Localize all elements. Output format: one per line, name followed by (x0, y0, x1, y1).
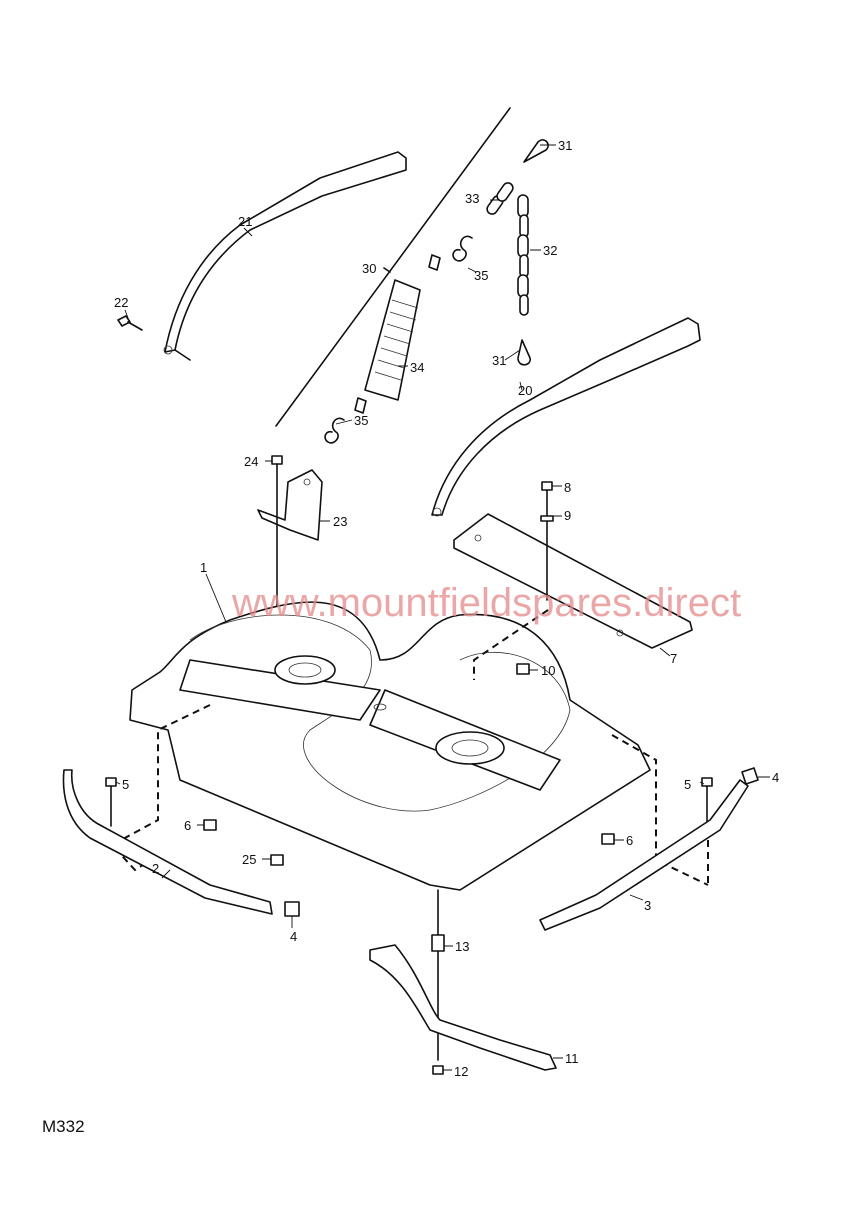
part-4-cap (741, 767, 759, 785)
callout-13: 13 (455, 939, 469, 954)
callout-7: 7 (670, 651, 677, 666)
part-12-bolt (432, 1065, 444, 1075)
callout-33: 33 (465, 191, 479, 206)
callout-12: 12 (454, 1064, 468, 1079)
callout-35: 35 (474, 268, 488, 283)
part-5-bolt (701, 777, 713, 823)
part-22-bolt (117, 315, 143, 331)
part-7-baffle (453, 513, 693, 649)
callout-24: 24 (244, 454, 258, 469)
callout-32: 32 (543, 243, 557, 258)
callout-2: 2 (152, 861, 159, 876)
part-33-links (486, 182, 514, 215)
callout-6: 6 (184, 818, 191, 833)
part-11-roller-skid (369, 944, 557, 1071)
watermark: www.mountfieldspares.direct (231, 581, 741, 625)
callout-4: 4 (772, 770, 779, 785)
callout-25: 25 (242, 852, 256, 867)
callout-31: 31 (558, 138, 572, 153)
part-25-nut (270, 854, 284, 866)
part-20-arm (431, 317, 701, 517)
part-10-nut (516, 663, 530, 675)
part-31-hook (523, 139, 549, 163)
callout-1: 1 (200, 560, 207, 575)
assembly-30-bracket (275, 107, 511, 427)
part-6-nut (601, 833, 615, 845)
part-35-s-hook (452, 235, 473, 262)
part-3-bumper-bar (539, 779, 749, 931)
callout-31: 31 (492, 353, 506, 368)
callout-23: 23 (333, 514, 347, 529)
callout-9: 9 (564, 508, 571, 523)
callout-4: 4 (290, 929, 297, 944)
callout-20: 20 (518, 383, 532, 398)
callout-5: 5 (122, 777, 129, 792)
part-21-arm (163, 151, 407, 361)
callout-5: 5 (684, 777, 691, 792)
part-23-bracket (257, 469, 323, 541)
callout-34: 34 (410, 360, 424, 375)
part-2-bumper-bar (62, 769, 273, 915)
callout-3: 3 (644, 898, 651, 913)
part-4-cap (284, 901, 300, 917)
part-1-mower-deck (129, 601, 651, 891)
part-9-washer (540, 515, 554, 522)
callout-30: 30 (362, 261, 376, 276)
part-34-spring (354, 254, 441, 414)
callout-10: 10 (541, 663, 555, 678)
callout-6: 6 (626, 833, 633, 848)
part-31-hook (517, 339, 531, 366)
part-35-s-hook (324, 417, 345, 444)
diagram-code: M332 (42, 1117, 85, 1136)
part-32-chain (517, 194, 529, 316)
part-5-bolt (105, 777, 117, 827)
callout-35: 35 (354, 413, 368, 428)
part-6-nut (203, 819, 217, 831)
callout-21: 21 (238, 214, 252, 229)
part-13-spacer (431, 934, 445, 952)
callout-8: 8 (564, 480, 571, 495)
callout-22: 22 (114, 295, 128, 310)
callout-11: 11 (565, 1051, 579, 1066)
part-8-bolt (541, 481, 553, 601)
